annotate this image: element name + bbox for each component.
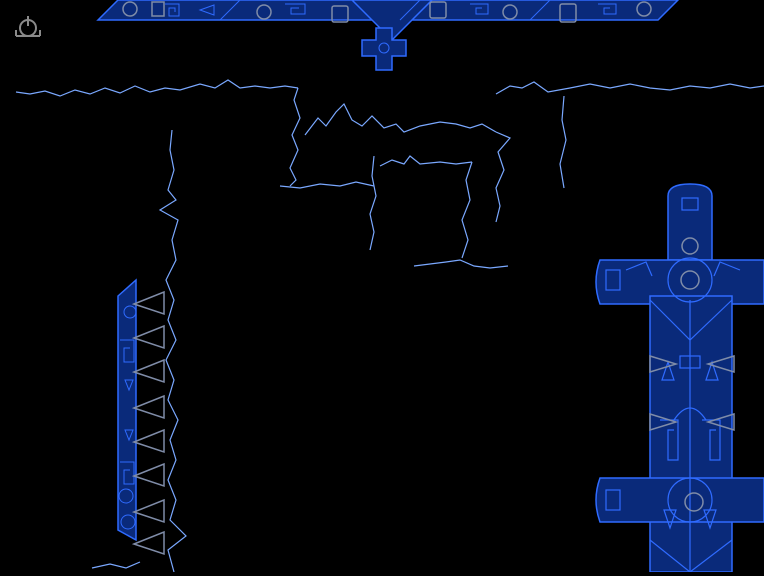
power-icon (15, 16, 41, 37)
left-turrets (131, 290, 165, 556)
right-ornate-tower (595, 183, 764, 573)
banner-gears (122, 1, 652, 23)
top-banner-structure (96, 0, 680, 71)
right-turrets (649, 237, 735, 512)
cave-walls (15, 79, 764, 573)
left-turret-tower (117, 278, 165, 556)
power-button[interactable] (12, 12, 44, 42)
